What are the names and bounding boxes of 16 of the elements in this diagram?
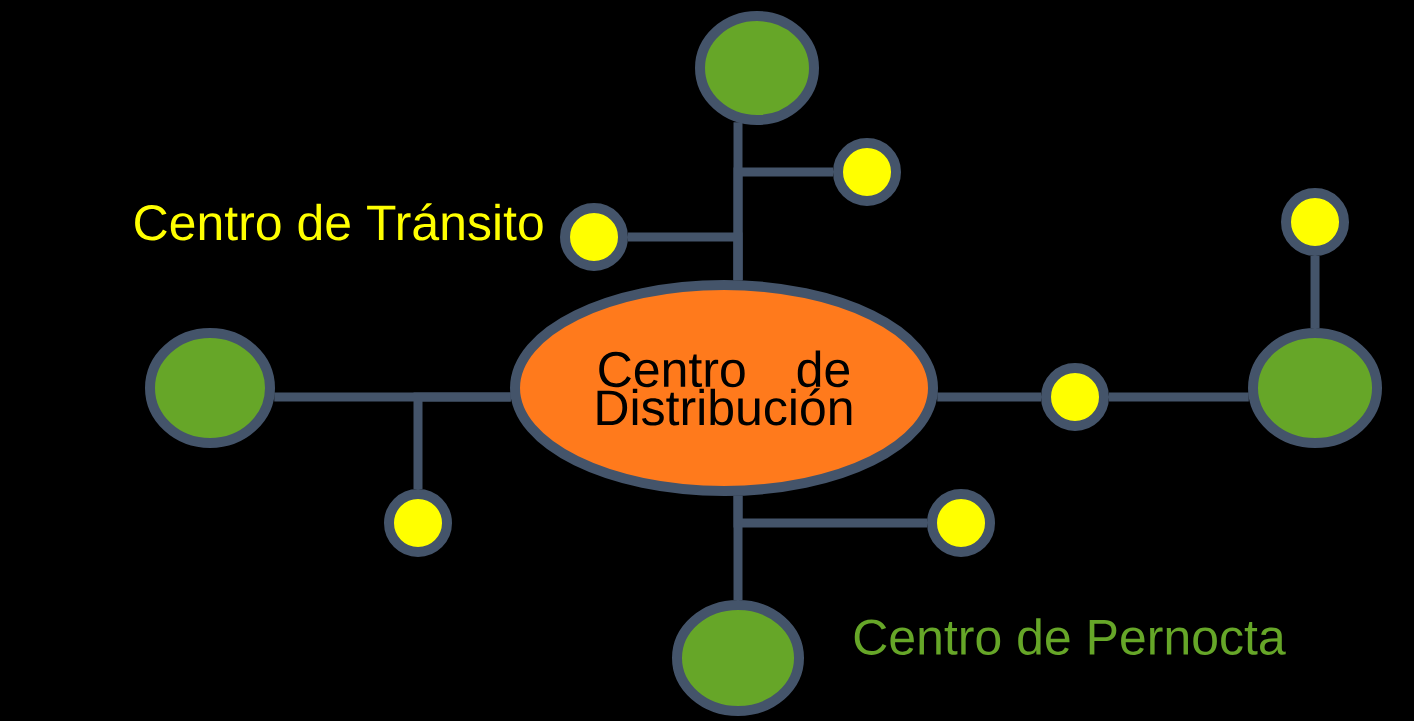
location-circle <box>927 489 995 557</box>
location-circle <box>560 203 628 271</box>
location-circle <box>1041 363 1109 431</box>
node-label: Centro de Tránsito <box>135 203 543 241</box>
connector-line <box>733 495 927 528</box>
location-circle <box>1281 188 1349 256</box>
location-circle <box>833 138 901 206</box>
location-circle <box>1248 328 1382 448</box>
location-circle <box>384 489 452 557</box>
connector-line <box>1109 392 1249 402</box>
connector-line <box>628 232 743 281</box>
connector-line <box>413 392 511 489</box>
connector-line <box>1310 256 1320 328</box>
location-circle <box>672 600 804 716</box>
node-label: Centro de Pernocta <box>854 618 1286 655</box>
connector-line <box>937 392 1041 402</box>
